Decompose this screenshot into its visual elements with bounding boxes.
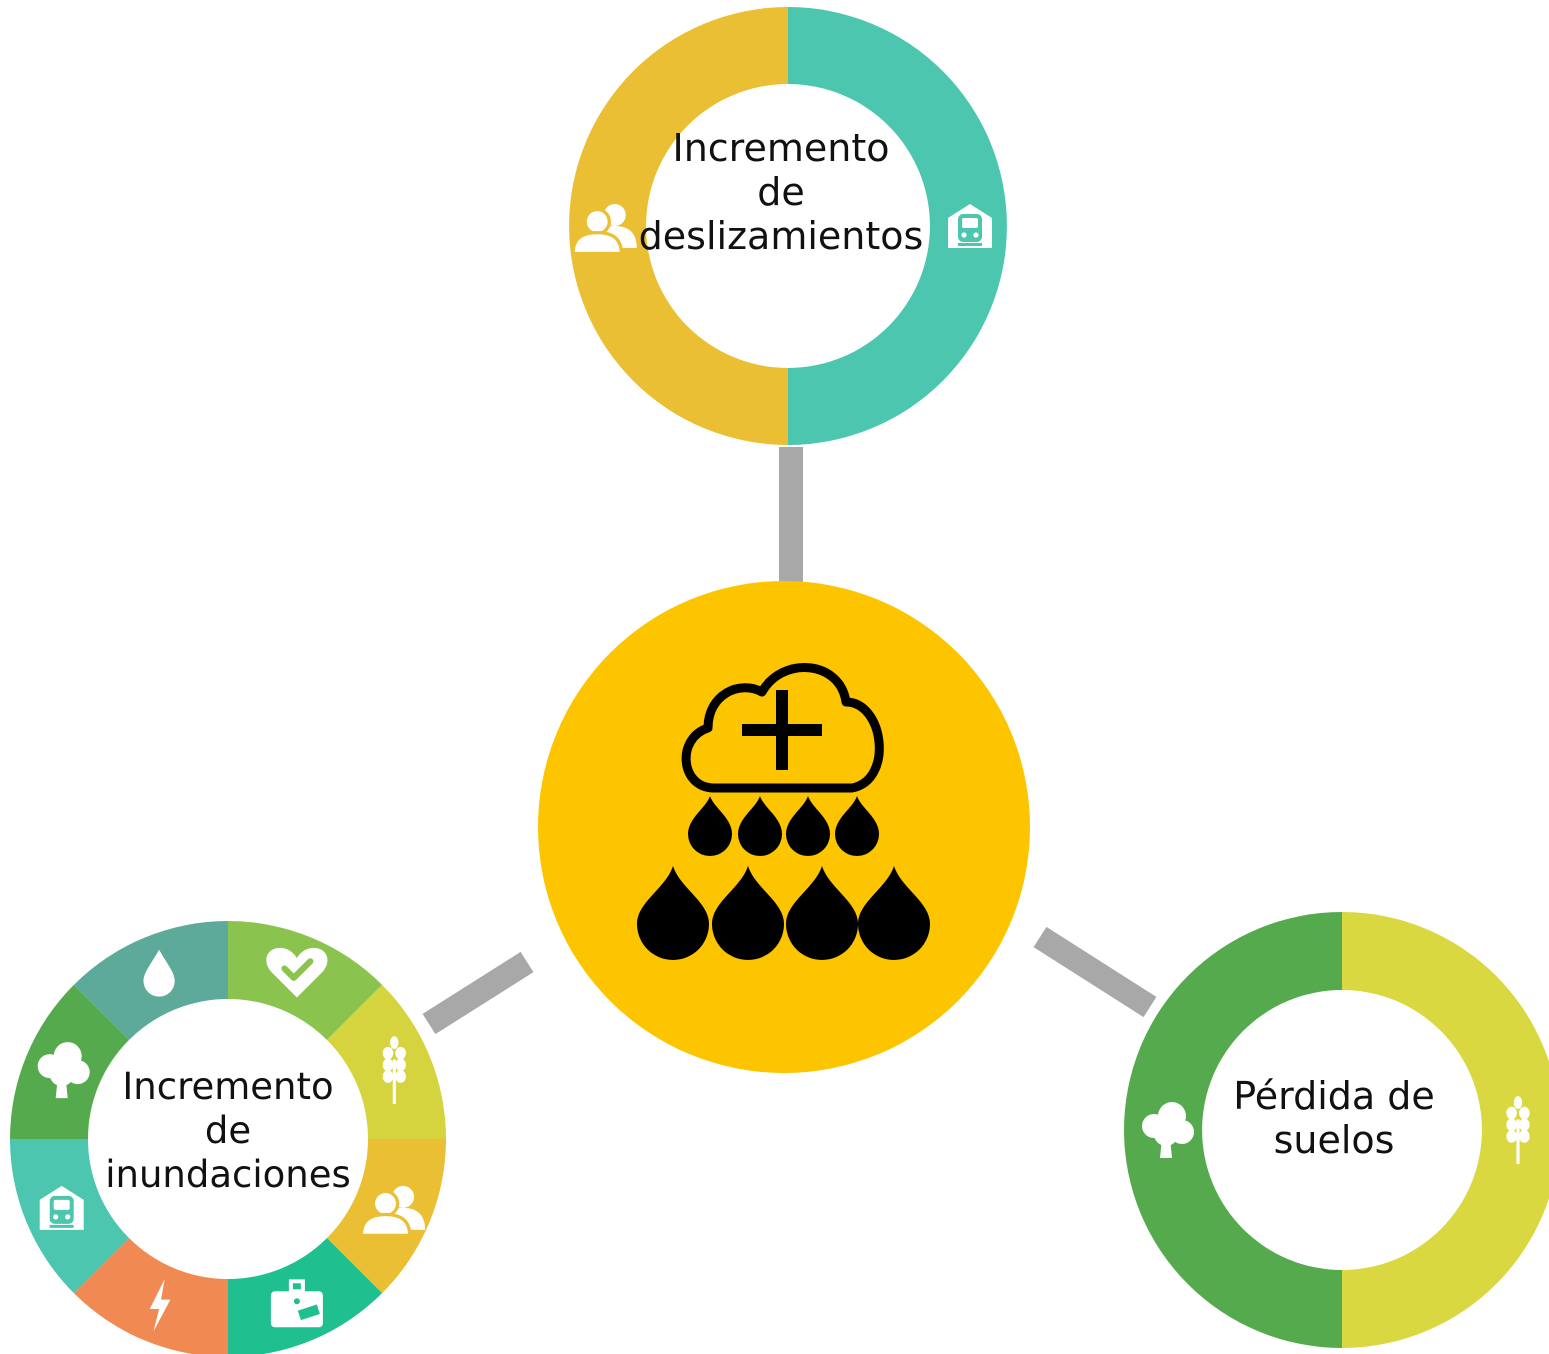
label-line: de xyxy=(757,170,805,214)
center-hub xyxy=(538,581,1030,1073)
center-circle xyxy=(538,581,1030,1073)
label-line: deslizamientos xyxy=(639,214,924,258)
cloud-plus-rain-icon xyxy=(637,663,930,960)
ring-segment xyxy=(1124,912,1342,1348)
label-line: Incremento xyxy=(673,126,890,170)
connectors xyxy=(422,447,1157,1035)
ring-suelos xyxy=(1124,912,1549,1348)
ring-deslizamientos xyxy=(569,7,1007,445)
label-suelos: Pérdida de suelos xyxy=(1233,1074,1435,1162)
ring-segment xyxy=(1342,912,1549,1348)
label-line: inundaciones xyxy=(105,1153,351,1196)
ring-segment xyxy=(569,7,788,445)
label-deslizamientos: Incremento de deslizamientos xyxy=(639,126,924,258)
ring-segment xyxy=(73,1237,228,1354)
connector-right xyxy=(1033,926,1157,1018)
ring-segment xyxy=(788,7,1007,445)
connector-left xyxy=(422,951,534,1035)
ring-inundaciones xyxy=(9,921,446,1354)
label-inundaciones: Incremento de inundaciones xyxy=(105,1065,351,1196)
label-line: suelos xyxy=(1274,1118,1395,1162)
label-line: Pérdida de xyxy=(1233,1074,1435,1118)
label-line: de xyxy=(205,1109,251,1152)
label-line: Incremento xyxy=(122,1065,333,1108)
